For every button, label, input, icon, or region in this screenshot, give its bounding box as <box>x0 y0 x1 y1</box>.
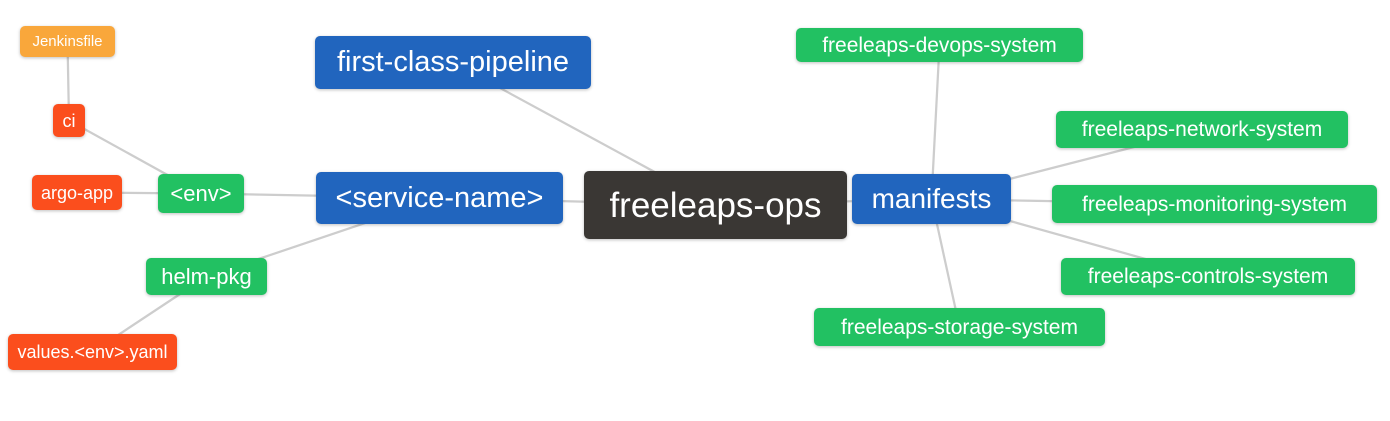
node-label: freeleaps-monitoring-system <box>1082 192 1347 216</box>
node-label: Jenkinsfile <box>32 33 103 50</box>
node-label: argo-app <box>40 182 114 203</box>
node-label: <service-name> <box>335 181 544 214</box>
node-devops-system[interactable]: freeleaps-devops-system <box>796 28 1083 62</box>
node-label: values.<env>.yaml <box>17 342 168 362</box>
node-storage-system[interactable]: freeleaps-storage-system <box>814 308 1105 346</box>
node-network-system[interactable]: freeleaps-network-system <box>1056 111 1348 148</box>
node-label: freeleaps-storage-system <box>841 315 1078 339</box>
node-controls-system[interactable]: freeleaps-controls-system <box>1061 258 1355 295</box>
edge-manifests-devops-system <box>930 43 941 201</box>
node-manifests[interactable]: manifests <box>852 174 1011 224</box>
node-label: first-class-pipeline <box>336 46 570 78</box>
node-label: freeleaps-controls-system <box>1087 265 1329 288</box>
node-values-env-yaml[interactable]: values.<env>.yaml <box>8 334 177 370</box>
node-first-class-pipeline[interactable]: first-class-pipeline <box>315 36 591 89</box>
node-ci[interactable]: ci <box>53 104 85 137</box>
node-label: helm-pkg <box>161 263 252 289</box>
node-label: freeleaps-ops <box>609 185 822 225</box>
node-service-name[interactable]: <service-name> <box>316 172 563 224</box>
node-label: <env> <box>170 180 232 206</box>
node-label: manifests <box>871 183 992 214</box>
node-helm-pkg[interactable]: helm-pkg <box>146 258 267 295</box>
node-env[interactable]: <env> <box>158 174 244 213</box>
node-argo-app[interactable]: argo-app <box>32 175 122 210</box>
node-freeleaps-ops[interactable]: freeleaps-ops <box>584 171 847 239</box>
node-monitoring-system[interactable]: freeleaps-monitoring-system <box>1052 185 1377 223</box>
node-jenkinsfile[interactable]: Jenkinsfile <box>20 26 115 57</box>
node-label: ci <box>62 110 76 131</box>
node-label: freeleaps-network-system <box>1081 118 1323 141</box>
node-label: freeleaps-devops-system <box>822 33 1057 57</box>
